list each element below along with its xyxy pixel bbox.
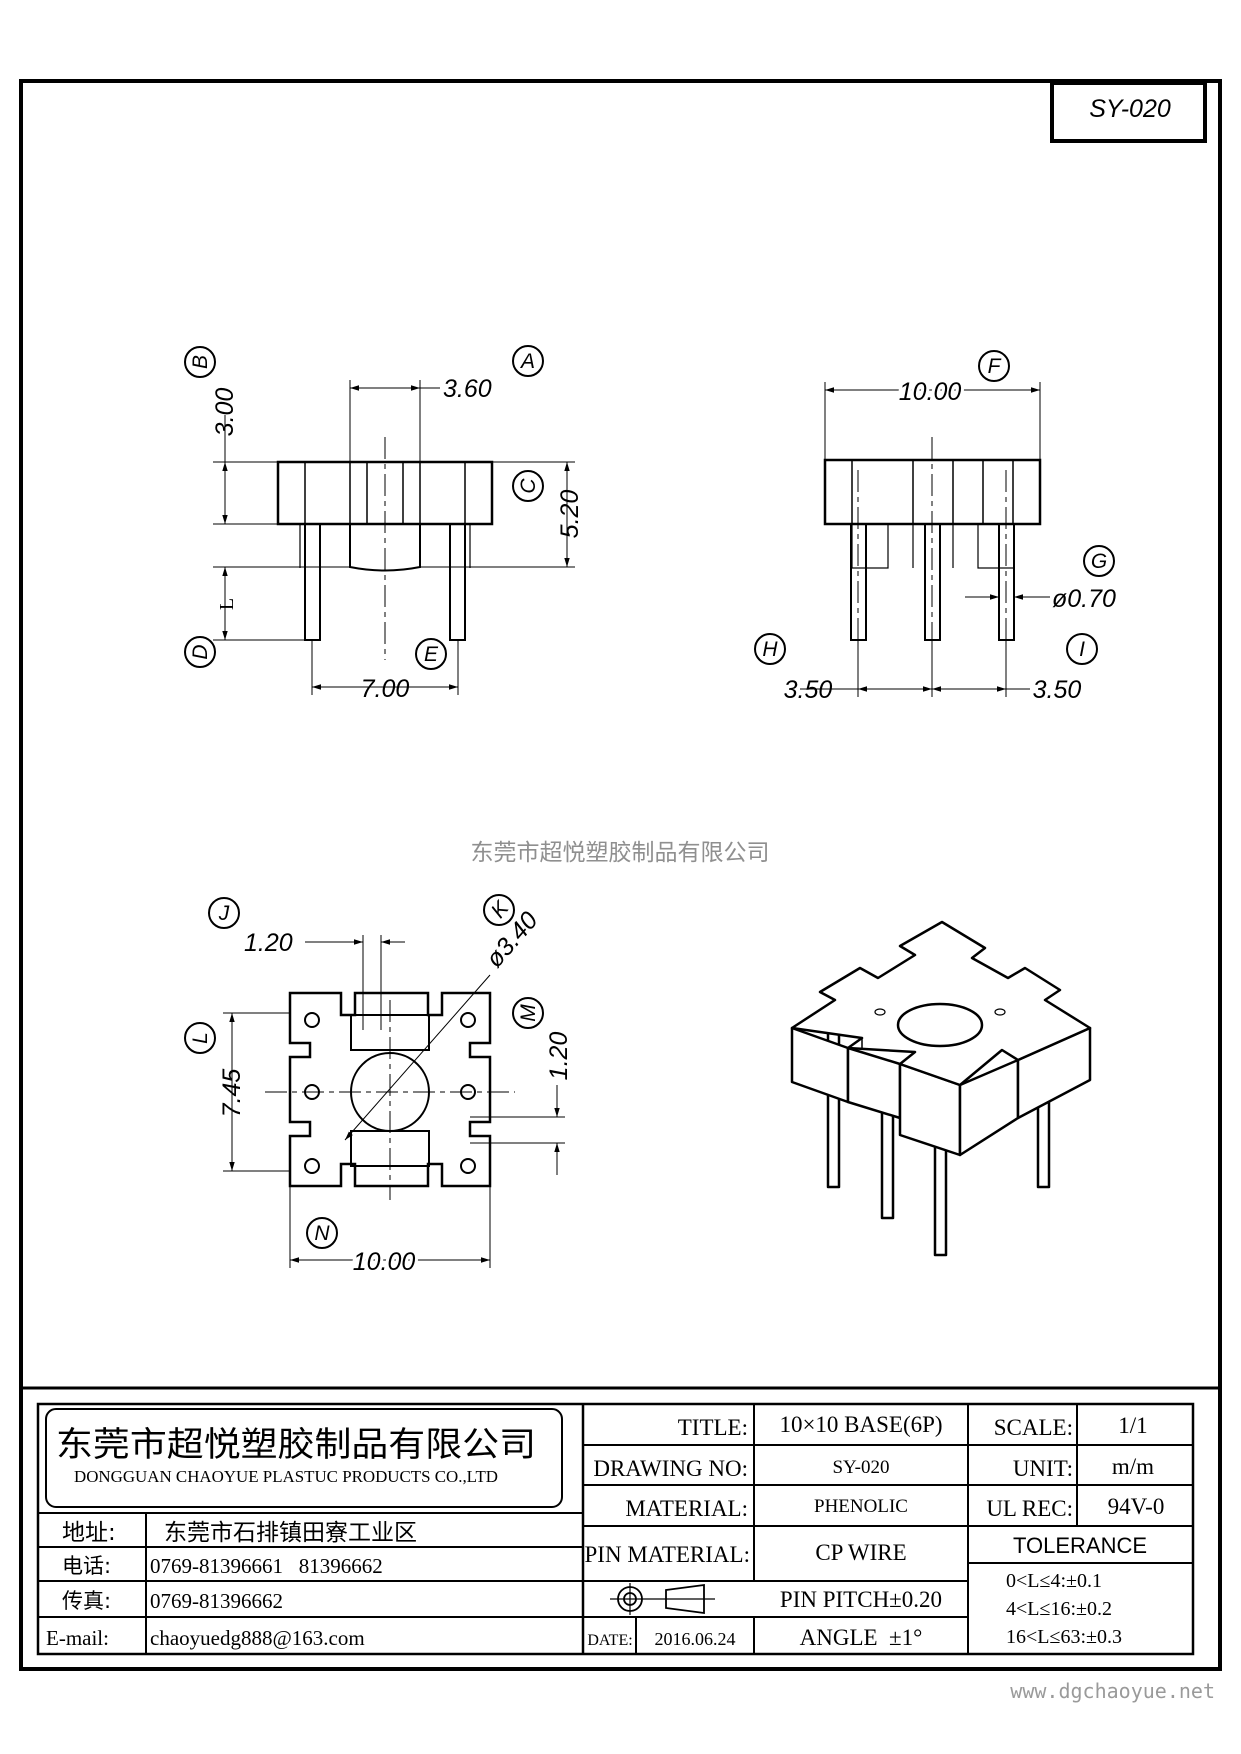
dim-side-l: L — [216, 598, 238, 610]
callout-g: G — [1091, 550, 1107, 573]
projection-symbol-icon — [610, 1583, 715, 1615]
material-label: MATERIAL: — [625, 1496, 748, 1521]
unit-label: UNIT: — [1013, 1456, 1073, 1481]
callout-circle-l — [184, 1022, 216, 1054]
callout-f: F — [988, 355, 1002, 378]
phone-value: 0769-81396661 81396662 — [150, 1554, 383, 1578]
dim-side-b: 3.00 — [211, 388, 239, 437]
callout-circle-d — [184, 636, 216, 668]
callout-a: A — [519, 350, 535, 373]
callout-d: D — [189, 644, 212, 659]
callout-circle-c — [512, 470, 544, 502]
address-value: 东莞市石排镇田寮工业区 — [164, 1520, 417, 1546]
callout-circle-e — [415, 638, 447, 670]
tolerance-3: 16<L≤63:±0.3 — [1006, 1626, 1122, 1648]
phone-label: 电话: — [62, 1554, 111, 1578]
title-value: 10×10 BASE(6P) — [779, 1412, 942, 1437]
callout-circle-i — [1066, 633, 1098, 665]
date-value: 2016.06.24 — [655, 1629, 736, 1649]
tolerance-label: TOLERANCE — [1013, 1533, 1147, 1558]
part-number-box: SY-020 — [1050, 81, 1207, 143]
watermark: 东莞市超悦塑胶制品有限公司 — [471, 840, 770, 866]
callout-h: H — [762, 638, 778, 661]
front-view — [800, 382, 1050, 697]
drawing-border — [19, 79, 1222, 1671]
dim-bottom-l: 7.45 — [218, 1069, 246, 1118]
callout-circle-a — [512, 345, 544, 377]
dim-side-e: 7.00 — [361, 675, 410, 703]
callout-circle-m — [512, 997, 544, 1029]
tolerance-2: 4<L≤16:±0.2 — [1006, 1598, 1112, 1620]
pin-material-value: CP WIRE — [815, 1540, 906, 1565]
dim-bottom-n: 10.00 — [353, 1248, 416, 1276]
material-value: PHENOLIC — [814, 1496, 908, 1517]
callout-circle-n — [306, 1217, 338, 1249]
ul-rec-value: 94V-0 — [1108, 1494, 1165, 1519]
callout-m: M — [517, 1004, 540, 1022]
fax-label: 传真: — [62, 1589, 111, 1613]
website: www.dgchaoyue.net — [1010, 1679, 1215, 1703]
tolerance-1: 0<L≤4:±0.1 — [1006, 1570, 1102, 1592]
title-label: TITLE: — [678, 1415, 748, 1440]
callouts — [184, 345, 1115, 1249]
dim-front-f: 10.00 — [899, 378, 962, 406]
dim-front-h: 3.50 — [784, 676, 833, 704]
callout-circle-j — [208, 897, 240, 929]
pin-pitch: PIN PITCH±0.20 — [780, 1587, 942, 1612]
dim-front-i: 3.50 — [1033, 676, 1082, 704]
callout-n: N — [314, 1222, 330, 1245]
isometric-view — [790, 920, 1092, 1257]
dim-side-a: 3.60 — [443, 375, 492, 403]
callout-circle-b — [184, 346, 216, 378]
scale-label: SCALE: — [994, 1415, 1073, 1440]
side-view — [213, 380, 575, 695]
drawing-no-label: DRAWING NO: — [593, 1456, 748, 1481]
drawing-no-value: SY-020 — [832, 1457, 889, 1478]
dim-bottom-m: 1.20 — [545, 1032, 573, 1081]
callout-l: L — [189, 1032, 212, 1044]
callout-circle-h — [754, 633, 786, 665]
bottom-view — [223, 935, 565, 1268]
callout-circle-g — [1083, 545, 1115, 577]
title-block — [21, 1386, 1220, 1656]
email-label: E-mail: — [46, 1626, 109, 1650]
callout-j: J — [218, 902, 230, 925]
dim-bottom-j: 1.20 — [244, 929, 293, 957]
company-name-cn: 东莞市超悦塑胶制品有限公司 — [56, 1425, 536, 1465]
callout-c: C — [517, 478, 540, 494]
fax-value: 0769-81396662 — [150, 1589, 283, 1613]
email-value: chaoyuedg888@163.com — [150, 1626, 365, 1650]
unit-value: m/m — [1112, 1454, 1154, 1479]
pin-material-label: PIN MATERIAL: — [585, 1542, 750, 1567]
part-number: SY-020 — [1089, 95, 1171, 123]
company-name-en: DONGGUAN CHAOYUE PLASTUC PRODUCTS CO.,LT… — [74, 1467, 498, 1486]
callout-b: B — [189, 355, 212, 369]
callout-circle-k — [483, 894, 515, 926]
dim-side-c: 5.20 — [556, 490, 584, 539]
ul-rec-label: UL REC: — [986, 1496, 1073, 1521]
callout-e: E — [424, 643, 439, 666]
date-label: DATE: — [587, 1632, 632, 1649]
dim-front-g: ø0.70 — [1052, 585, 1116, 613]
callout-i: I — [1079, 638, 1085, 661]
scale-value: 1/1 — [1118, 1413, 1147, 1438]
angle: ANGLE ±1° — [800, 1625, 923, 1650]
address-label: 地址: — [62, 1520, 116, 1546]
callout-circle-f — [978, 350, 1010, 382]
